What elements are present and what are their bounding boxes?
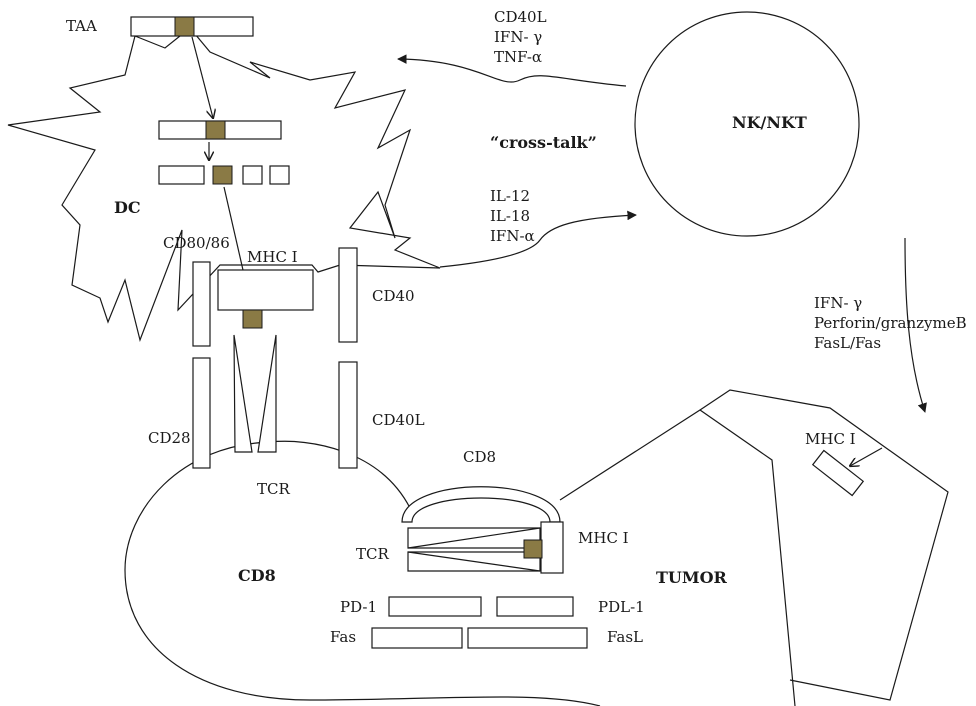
fas-receptor <box>372 628 462 648</box>
nk-to-dc-signal: IFN- γ <box>494 28 542 46</box>
dc-to-nk-signal: IFN-α <box>490 227 535 245</box>
mhc1-tumor-label: MHC I <box>578 529 629 547</box>
dc-to-nk-signal: IL-18 <box>490 207 530 225</box>
nk-to-tumor-signal: IFN- γ <box>814 294 862 312</box>
processing-arrow <box>192 37 213 118</box>
tumor-cell <box>560 390 948 706</box>
dc-to-nk-arrow <box>440 215 636 267</box>
cd8-coreceptor-label: CD8 <box>463 448 496 466</box>
peptide-antigen <box>213 166 232 184</box>
nk-to-tumor-signal: FasL/Fas <box>814 334 881 352</box>
fas-label: Fas <box>330 628 356 646</box>
peptide-fragment <box>243 166 262 184</box>
fasl-ligand <box>468 628 587 648</box>
cd28-receptor <box>193 358 210 468</box>
cd28-label: CD28 <box>148 429 191 447</box>
pdl1-ligand <box>497 597 573 616</box>
peptide-fragment <box>270 166 289 184</box>
nk-to-dc-signal: TNF-α <box>494 48 542 66</box>
nk-to-tumor-signal: Perforin/granzymeB <box>814 314 967 332</box>
tcr-upper <box>234 335 276 452</box>
cd8-cell-label: CD8 <box>238 566 276 585</box>
dc-label: DC <box>114 198 141 217</box>
mhc1-dc-antigen <box>243 310 262 328</box>
mhc1-tumor <box>541 522 563 573</box>
tcr-bottom-label: TCR <box>356 545 389 563</box>
cd40-receptor <box>339 248 357 342</box>
pd1-label: PD-1 <box>340 598 377 616</box>
pd1-receptor <box>389 597 481 616</box>
tumor-label: TUMOR <box>656 568 728 587</box>
cross-talk-label: “cross-talk” <box>490 133 597 152</box>
mhc1-tumor-antigen <box>524 540 542 558</box>
mhc1-pointer-arrow <box>850 448 882 466</box>
pdl1-label: PDL-1 <box>598 598 645 616</box>
mhc1-dc <box>218 270 313 310</box>
taa-label: TAA <box>66 17 97 35</box>
mhc1-tumor-upper <box>813 451 863 496</box>
taa-antigen <box>175 17 194 36</box>
processed-antigen <box>206 121 225 139</box>
tcr-top-label: TCR <box>257 480 290 498</box>
mhc1-dc-label: MHC I <box>247 248 298 266</box>
cd40l-label: CD40L <box>372 411 425 429</box>
nk-to-dc-signal: CD40L <box>494 8 547 26</box>
dc-to-nk-signal: IL-12 <box>490 187 530 205</box>
fasl-label: FasL <box>607 628 643 646</box>
cd40-label: CD40 <box>372 287 415 305</box>
peptide-fragment <box>159 166 204 184</box>
cd8-coreceptor <box>402 487 560 522</box>
cd80-86-receptor <box>193 262 210 346</box>
cd8-t-cell <box>125 441 600 706</box>
nk-nkt-label: NK/NKT <box>732 113 807 132</box>
mhc1-tumor-upper-label: MHC I <box>805 430 856 448</box>
cd80-86-label: CD80/86 <box>163 234 230 252</box>
cd40l-ligand <box>339 362 357 468</box>
